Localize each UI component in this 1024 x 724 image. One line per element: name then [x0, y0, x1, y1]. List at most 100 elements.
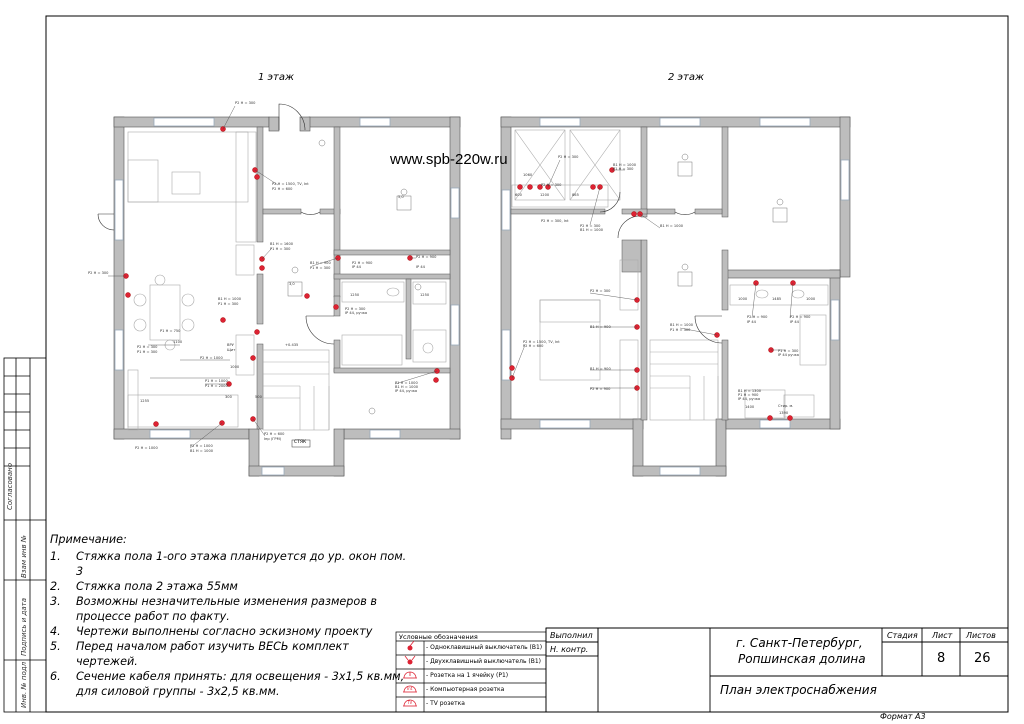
- svg-text:Р1 Н = 300: Р1 Н = 300: [270, 247, 291, 251]
- svg-text:Р2 Н = 300: Р2 Н = 300: [558, 155, 579, 159]
- svg-text:В1 Н = 900: В1 Н = 900: [310, 261, 331, 265]
- svg-text:Р1 Н = 300: Р1 Н = 300: [670, 328, 691, 332]
- svg-text:Р2 Н = 300: Р2 Н = 300: [88, 271, 109, 275]
- note-number: 6.: [50, 670, 61, 683]
- svg-text:Р2 Н = 300, Int: Р2 Н = 300, Int: [541, 219, 569, 223]
- svg-text:Р1 Н = 300: Р1 Н = 300: [310, 266, 331, 270]
- svg-text:IP 44 ручка: IP 44 ручка: [778, 353, 799, 357]
- svg-text:Р1 Н = 750: Р1 Н = 750: [160, 329, 181, 333]
- note-item: 1. Стяжка пола 1-ого этажа планируется до…: [50, 549, 410, 579]
- svg-text:Р2 Н = 1000: Р2 Н = 1000: [135, 446, 158, 450]
- legend-title: Условные обозначения: [399, 633, 478, 641]
- svg-text:IP 44: IP 44: [790, 320, 800, 324]
- svg-text:Int: Int: [407, 686, 413, 691]
- svg-text:Р2 Н = 1000: Р2 Н = 1000: [190, 444, 213, 448]
- svg-text:Р2 Н = 600: Р2 Н = 600: [272, 187, 293, 191]
- svg-text:Р2 Н = 900: Р2 Н = 900: [416, 255, 437, 259]
- legend-item-computer-socket: - Компьютерная розетка: [426, 686, 505, 693]
- svg-text:В1 Н = 1000: В1 Н = 1000: [613, 163, 637, 167]
- tv-socket-icon: TV: [403, 699, 417, 707]
- svg-text:Р1 Н = 300: Р1 Н = 300: [218, 302, 239, 306]
- notes-section: Примечание: 1. Стяжка пола 1-ого этажа пл…: [50, 532, 410, 699]
- note-number: 2.: [50, 580, 61, 593]
- svg-text:Р1 Н = 300: Р1 Н = 300: [613, 167, 634, 171]
- svg-text:Р2 Н = 900: Р2 Н = 900: [590, 387, 611, 391]
- svg-text:3,0: 3,0: [289, 282, 295, 286]
- note-number: 3.: [50, 595, 61, 608]
- tb-stage-label: Стадия: [887, 631, 918, 640]
- svg-text:Стир. м.: Стир. м.: [778, 404, 793, 408]
- svg-text:865: 865: [572, 193, 579, 197]
- svg-text:Р1 Н = 300: Р1 Н = 300: [778, 349, 799, 353]
- svg-text:В1 Н = 1000: В1 Н = 1000: [190, 449, 214, 453]
- single-switch-icon: [407, 640, 415, 651]
- svg-text:В1 Н = 900: В1 Н = 900: [590, 325, 611, 329]
- svg-text:1200: 1200: [540, 193, 550, 197]
- note-item: 4.Чертежи выполнены согласно эскизному п…: [50, 624, 410, 639]
- note-item: 3. Возможны незначительные изменения разм…: [50, 594, 410, 624]
- legend-item-single-switch: - Одноклавишный выключатель (В1): [426, 644, 543, 651]
- legend-item-tv-socket: - TV розетка: [426, 700, 465, 707]
- stair-riser-tag: СТЯК: [294, 440, 307, 445]
- svg-text:IP 44: IP 44: [352, 265, 362, 269]
- svg-text:ВРУ: ВРУ: [227, 343, 235, 347]
- floor-2-title: 2 этаж: [668, 72, 704, 83]
- note-text: Стяжка пола 2 этажа 55мм: [76, 580, 238, 593]
- label-agreed: Согласовано: [6, 462, 14, 510]
- legend-item-double-switch: - Двухклавишный выключатель (В1): [426, 658, 542, 665]
- tb-city: г. Санкт-Петербург,: [736, 636, 863, 650]
- legend-icons: Int TV: [403, 640, 417, 707]
- tb-sheet-value: 8: [937, 651, 946, 666]
- floor-1-title: 1 этаж: [258, 72, 294, 83]
- tb-plan-name: План электроснабжения: [720, 683, 877, 697]
- svg-text:Щит: Щит: [227, 348, 235, 352]
- socket-icon: [403, 671, 417, 679]
- svg-text:Р1 Н = 1000: Р1 Н = 1000: [395, 381, 418, 385]
- note-text: Возможны незначительные изменения размер…: [76, 595, 377, 623]
- svg-text:В1 Н = 1300: В1 Н = 1300: [738, 389, 762, 393]
- svg-text:Р1 Н = 1000: Р1 Н = 1000: [205, 379, 228, 383]
- svg-text:1000: 1000: [738, 297, 748, 301]
- svg-text:В1 Н = 1000: В1 Н = 1000: [660, 224, 684, 228]
- svg-text:Р2 Н = 900: Р2 Н = 900: [747, 315, 768, 319]
- note-text: Стяжка пола 1-ого этажа планируется до у…: [76, 550, 407, 578]
- svg-text:TV: TV: [406, 700, 412, 705]
- svg-text:1000: 1000: [806, 297, 816, 301]
- svg-text:IP 44: IP 44: [416, 265, 426, 269]
- floor-1-plan: Р2 Н = 300 Р2 Н = 1500, TV, Int Р2 Н = 6…: [88, 101, 461, 477]
- computer-socket-icon: Int: [403, 685, 417, 693]
- note-number: 5.: [50, 640, 61, 653]
- svg-text:Р2 Н = 1500, TV, Int: Р2 Н = 1500, TV, Int: [523, 340, 560, 344]
- note-item: 6. Сечение кабеля принять: для освещения …: [50, 669, 410, 699]
- tb-sheets-value: 26: [974, 651, 991, 666]
- notes-title: Примечание:: [50, 533, 127, 546]
- watermark-url: www.spb-220w.ru: [390, 151, 508, 168]
- svg-text:1100: 1100: [173, 340, 183, 344]
- svg-text:Iнр (ГРМ): Iнр (ГРМ): [264, 437, 282, 441]
- svg-text:5,0: 5,0: [398, 195, 404, 199]
- svg-text:1400: 1400: [745, 405, 755, 409]
- svg-text:Р1 Н = 900: Р1 Н = 900: [738, 393, 759, 397]
- note-text: Чертежи выполнены согласно эскизному про…: [76, 625, 373, 638]
- svg-text:1250: 1250: [420, 293, 430, 297]
- note-text: Перед началом работ изучить ВЕСЬ комплек…: [76, 640, 349, 668]
- svg-text:+0.435: +0.435: [285, 343, 298, 347]
- label-sign-date: Подпись и дата: [20, 598, 28, 656]
- tb-location: Ропшинская долина: [738, 652, 866, 666]
- note-number: 1.: [50, 550, 61, 563]
- svg-text:Р2 Н = 900: Р2 Н = 900: [352, 261, 373, 265]
- svg-text:IP 44: IP 44: [747, 320, 757, 324]
- double-switch-icon: [404, 655, 416, 665]
- svg-text:1390: 1390: [779, 411, 789, 415]
- left-strip: [3, 357, 47, 713]
- svg-text:1060: 1060: [523, 173, 533, 177]
- svg-text:Р2 Н = 300: Р2 Н = 300: [580, 224, 601, 228]
- svg-text:Р2 Н = 900: Р2 Н = 900: [790, 315, 811, 319]
- svg-text:В1 Н = 900: В1 Н = 900: [590, 367, 611, 371]
- label-inv-orig: Инв. № подл: [20, 661, 28, 708]
- tb-n-control: Н. контр.: [550, 645, 589, 654]
- svg-text:IP 44, ручка: IP 44, ручка: [345, 311, 367, 315]
- floor-2-plan: Р2 Н = 300 В1 Н = 1000 Р1 Н = 300 Р2 Н =…: [500, 116, 851, 477]
- note-text: Сечение кабеля принять: для освещения - …: [76, 670, 405, 698]
- svg-text:Р2 Н = 300: Р2 Н = 300: [137, 345, 158, 349]
